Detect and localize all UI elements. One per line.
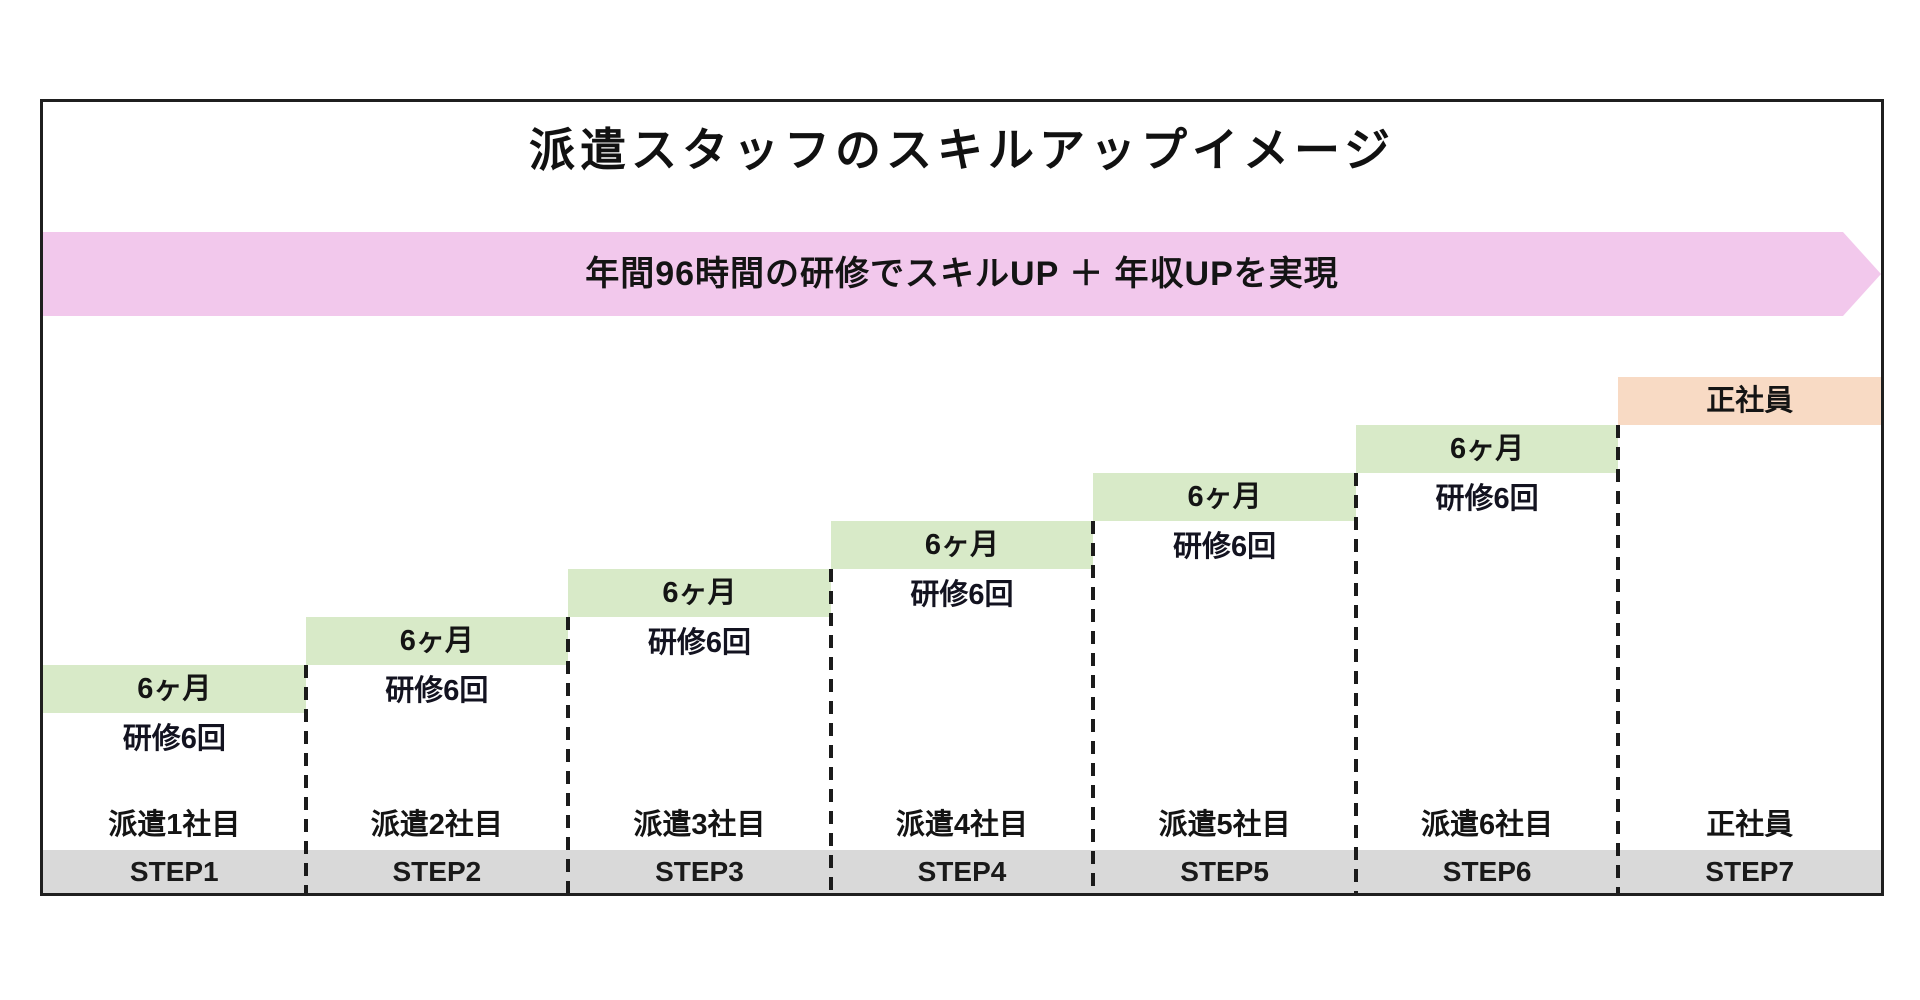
column-divider-dashed-line	[1091, 521, 1096, 893]
company-label: 派遣4社目	[895, 809, 1029, 841]
step-label: STEP6	[1442, 856, 1532, 887]
training-label: 研修6回	[647, 627, 751, 659]
training-label: 研修6回	[122, 723, 226, 755]
company-label: 派遣5社目	[1158, 809, 1291, 841]
duration-box: 6ヶ月	[43, 665, 306, 713]
duration-box: 6ヶ月	[830, 521, 1094, 569]
step-label: STEP3	[655, 856, 744, 887]
step-band	[43, 850, 1881, 893]
column-divider-dashed-line	[828, 569, 833, 893]
column-divider-dashed-line	[1353, 473, 1358, 893]
step-label: STEP7	[1705, 856, 1795, 887]
page-title: 派遣スタッフのスキルアップイメージ	[528, 124, 1396, 176]
training-label: 研修6回	[1435, 483, 1539, 515]
duration-box: 6ヶ月	[568, 569, 831, 617]
staircase: 6ヶ月 研修6回 派遣1社目 STEP1 6ヶ月 研修6回 派遣2社目 STEP…	[43, 102, 1881, 893]
training-label: 研修6回	[1172, 531, 1277, 563]
banner-body	[43, 232, 1843, 316]
training-banner-arrow: 年間96時間の研修でスキルUP ＋ 年収UPを実現	[43, 232, 1881, 316]
step-label: STEP5	[1180, 856, 1269, 887]
banner-arrowhead-icon	[1843, 232, 1881, 316]
step-column-7: 正社員 正社員 STEP7	[1618, 102, 1881, 893]
duration-box: 6ヶ月	[1355, 425, 1619, 473]
step-column-3: 6ヶ月 研修6回 派遣3社目 STEP3	[568, 102, 831, 893]
column-divider-dashed-line	[566, 617, 571, 893]
step-column-2: 6ヶ月 研修6回 派遣2社目 STEP2	[305, 102, 569, 893]
column-divider-dashed-line	[1616, 425, 1621, 893]
duration-box: 6ヶ月	[1093, 473, 1356, 521]
company-label: 派遣6社目	[1421, 809, 1554, 841]
step-column-5: 6ヶ月 研修6回 派遣5社目 STEP5	[1093, 102, 1356, 893]
step-label: STEP4	[917, 856, 1007, 887]
fulltime-box: 正社員	[1618, 377, 1881, 425]
banner-text: 年間96時間の研修でスキルUP ＋ 年収UPを実現	[585, 255, 1339, 293]
step-column-4: 6ヶ月 研修6回 派遣4社目 STEP4	[830, 102, 1094, 893]
step-column-6: 6ヶ月 研修6回 派遣6社目 STEP6	[1355, 102, 1619, 893]
step-label: STEP1	[129, 856, 219, 887]
step-label: STEP2	[392, 856, 482, 887]
training-label: 研修6回	[910, 579, 1014, 611]
diagram-frame: 派遣スタッフのスキルアップイメージ 年間96時間の研修でスキルUP ＋ 年収UP…	[40, 99, 1884, 896]
column-divider-dashed-line	[303, 665, 308, 893]
company-label: 派遣1社目	[108, 809, 241, 841]
company-label: 派遣2社目	[370, 809, 503, 841]
duration-box: 6ヶ月	[305, 617, 569, 665]
company-label: 正社員	[1706, 809, 1794, 841]
training-label: 研修6回	[385, 675, 489, 707]
company-label: 派遣3社目	[633, 809, 766, 841]
step-column-1: 6ヶ月 研修6回 派遣1社目 STEP1	[43, 102, 306, 893]
